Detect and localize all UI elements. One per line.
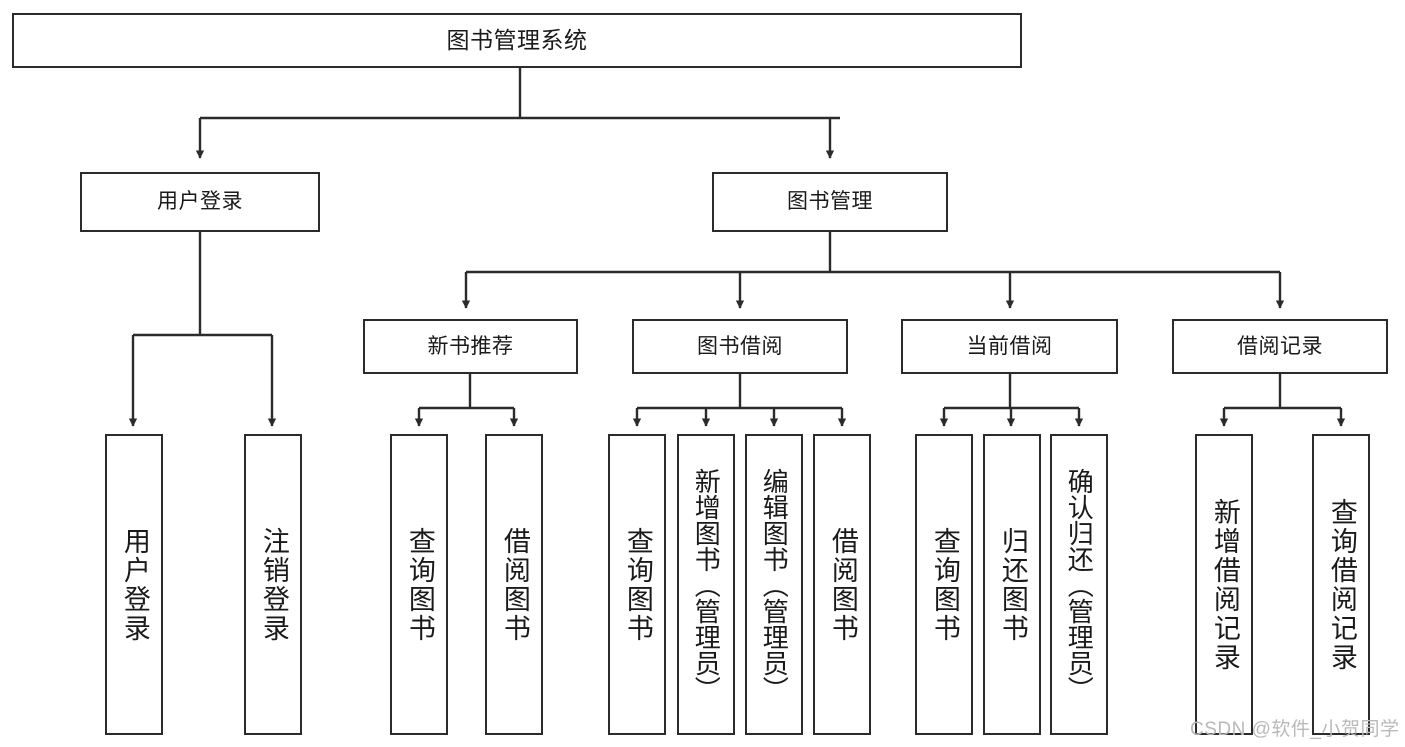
node-label: 新增图书（管理员） xyxy=(691,467,722,702)
node-label: 查询借阅记录 xyxy=(1326,497,1357,672)
leaf-add-book-admin[interactable]: 新增图书（管理员） xyxy=(677,434,735,735)
node-label: 借阅图书 xyxy=(827,526,858,643)
leaf-borrow-book[interactable]: 借阅图书 xyxy=(813,434,871,735)
leaf-borrow-book-recommend[interactable]: 借阅图书 xyxy=(485,434,543,735)
node-label: 图书借阅 xyxy=(697,334,783,358)
node-borrow-record[interactable]: 借阅记录 xyxy=(1172,319,1388,374)
leaf-query-borrow-record[interactable]: 查询借阅记录 xyxy=(1312,434,1370,735)
node-book-management[interactable]: 图书管理 xyxy=(712,172,948,232)
node-label: 查询图书 xyxy=(404,526,435,643)
node-label: 新增借阅记录 xyxy=(1209,497,1240,672)
leaf-edit-book-admin[interactable]: 编辑图书（管理员） xyxy=(745,434,803,735)
node-root-system[interactable]: 图书管理系统 xyxy=(12,13,1022,68)
node-label: 编辑图书（管理员） xyxy=(759,467,790,702)
leaf-query-book-borrow[interactable]: 查询图书 xyxy=(608,434,666,735)
node-label: 用户登录 xyxy=(119,526,150,643)
node-label: 借阅记录 xyxy=(1237,334,1323,358)
node-label: 图书管理系统 xyxy=(446,26,588,53)
node-user-login[interactable]: 用户登录 xyxy=(80,172,320,232)
node-label: 确认归还（管理员） xyxy=(1064,467,1095,702)
node-label: 归还图书 xyxy=(997,526,1028,643)
node-label: 图书管理 xyxy=(787,190,873,214)
node-label: 查询图书 xyxy=(929,526,960,643)
node-label: 当前借阅 xyxy=(966,334,1053,358)
node-new-book-recommend[interactable]: 新书推荐 xyxy=(363,319,578,374)
leaf-query-book-recommend[interactable]: 查询图书 xyxy=(390,434,448,735)
leaf-add-borrow-record[interactable]: 新增借阅记录 xyxy=(1195,434,1253,735)
node-label: 新书推荐 xyxy=(427,334,514,358)
leaf-query-book-current[interactable]: 查询图书 xyxy=(915,434,973,735)
watermark-text: CSDN @软件_小贺同学 xyxy=(1190,719,1400,740)
leaf-return-book[interactable]: 归还图书 xyxy=(983,434,1041,735)
node-label: 注销登录 xyxy=(258,526,289,643)
node-label: 查询图书 xyxy=(622,526,653,643)
node-current-borrow[interactable]: 当前借阅 xyxy=(901,319,1118,374)
node-label: 借阅图书 xyxy=(499,526,530,643)
node-book-borrow[interactable]: 图书借阅 xyxy=(632,319,848,374)
node-label: 用户登录 xyxy=(157,190,243,214)
leaf-user-login[interactable]: 用户登录 xyxy=(105,434,163,735)
leaf-user-logout[interactable]: 注销登录 xyxy=(244,434,302,735)
leaf-confirm-return-admin[interactable]: 确认归还（管理员） xyxy=(1050,434,1108,735)
